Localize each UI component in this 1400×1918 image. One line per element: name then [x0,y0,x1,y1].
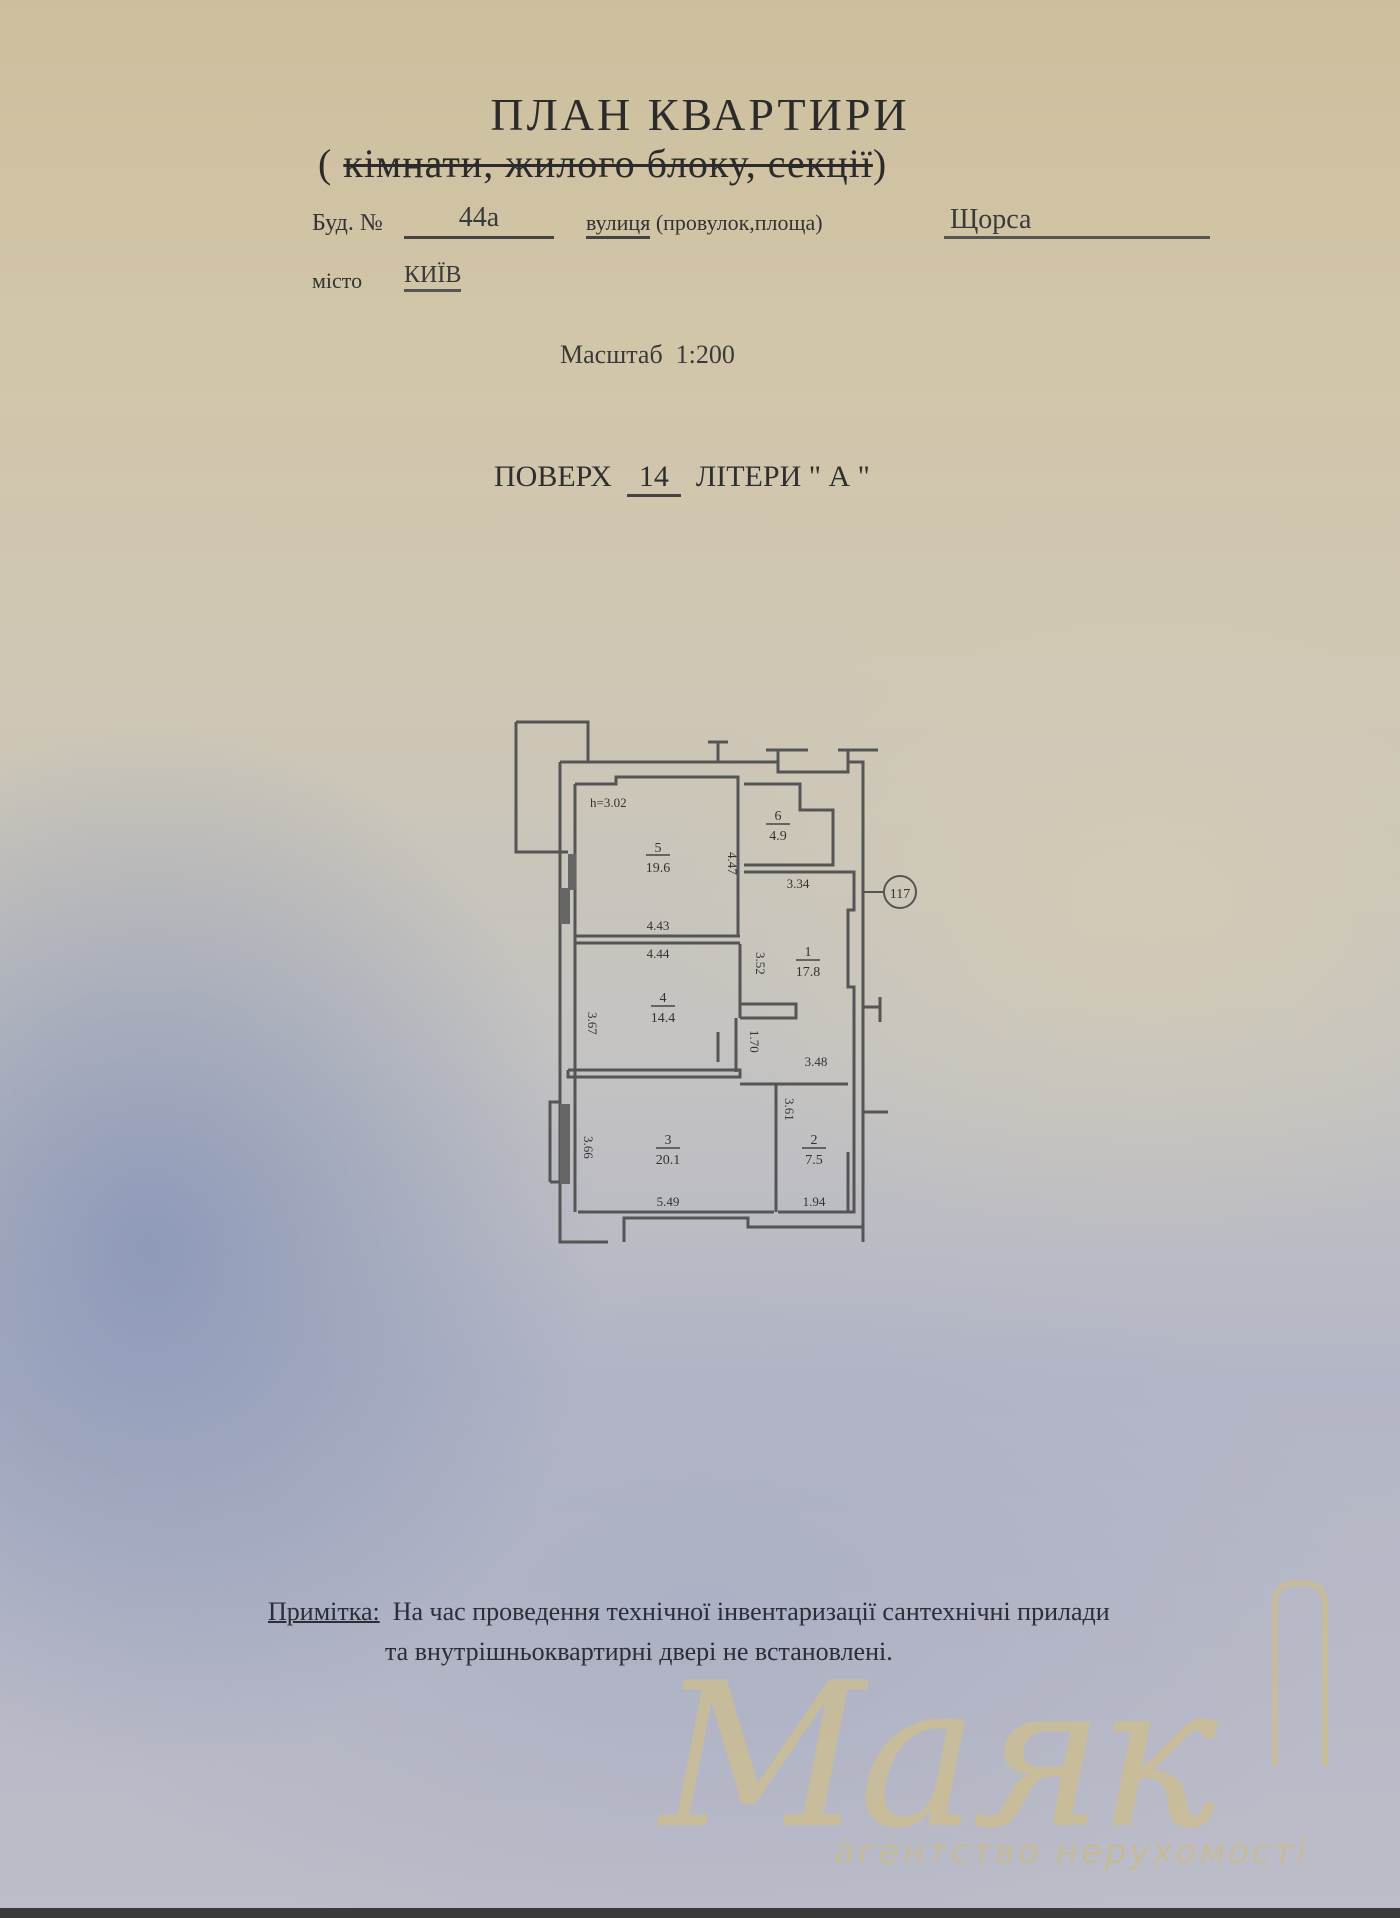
note-line-2: та внутрішньоквартирні двері не встановл… [385,1637,893,1666]
ceiling-height: h=3.02 [590,795,627,810]
dim-room2-width: 1.94 [803,1194,826,1209]
document-subtitle: ( кімнати, жилого блоку, секції) [318,140,887,187]
dim-room4-width: 4.44 [647,946,670,961]
scale: Масштаб 1:200 [560,340,735,370]
subtitle-close: ) [872,141,888,186]
building-number: 44а [404,202,554,239]
lighthouse-icon [1272,1580,1328,1766]
dim-room5-height: 4.47 [725,852,740,875]
subtitle-struck: кімнати, жилого блоку, секції [343,141,873,186]
bottom-edge [0,1908,1400,1918]
city-value: КИЇВ [404,262,462,292]
street-label-underlined: вулиця [586,210,651,239]
dim-room1-width: 3.48 [805,1054,828,1069]
floor-plan: 117 h=3.02 5 19.6 6 4.9 1 17.8 4 14.4 3 … [508,712,928,1272]
dim-hall-height: 1.70 [747,1030,762,1053]
dim-room4-height: 3.67 [585,1012,600,1035]
dim-room6-width: 3.34 [787,876,810,891]
room-4-area: 14.4 [651,1011,676,1026]
room-1-area: 17.8 [796,965,821,980]
dim-room3-height: 3.66 [581,1136,596,1159]
room-3-area: 20.1 [656,1153,681,1168]
room-2-number: 2 [811,1133,818,1148]
street-label-rest: (провулок,площа) [650,210,823,235]
watermark-brand: Маяк [660,1640,1218,1873]
dim-corridor-height: 3.52 [753,952,768,975]
room-3-number: 3 [665,1133,672,1148]
room-6-number: 6 [775,809,782,824]
dim-room5-width: 4.43 [647,918,670,933]
watermark-tagline: агентство нерухомості [834,1832,1309,1872]
plan-marker: 117 [890,887,910,902]
floor-line: ПОВЕРХ 14 ЛІТЕРИ " А " [494,460,870,497]
room-4-number: 4 [660,991,667,1006]
note-line-1: На час проведення технічної інвентаризац… [392,1597,1110,1626]
scale-value: 1:200 [675,340,735,369]
building-label: Буд. № [312,210,383,236]
document-title: ПЛАН КВАРТИРИ [490,89,910,140]
floor-label: ПОВЕРХ [494,460,612,493]
dim-room3-width: 5.49 [657,1194,680,1209]
dim-room2-height: 3.61 [782,1098,797,1121]
street-value: Щорса [944,204,1210,239]
subtitle-open: ( [318,141,344,186]
scale-label: Масштаб [560,340,663,369]
room-2-area: 7.5 [805,1153,823,1168]
note: Примітка: На час проведення технічної ін… [268,1592,1110,1672]
room-1-number: 1 [805,945,812,960]
street-label: вулиця (провулок,площа) [586,210,823,239]
room-6-area: 4.9 [769,829,787,844]
floor-value: 14 [626,460,681,497]
room-5-number: 5 [655,841,662,856]
city-label: місто [312,268,363,293]
letter-label: ЛІТЕРИ " А " [695,460,870,493]
room-5-area: 19.6 [646,861,671,876]
note-label: Примітка: [268,1597,380,1626]
